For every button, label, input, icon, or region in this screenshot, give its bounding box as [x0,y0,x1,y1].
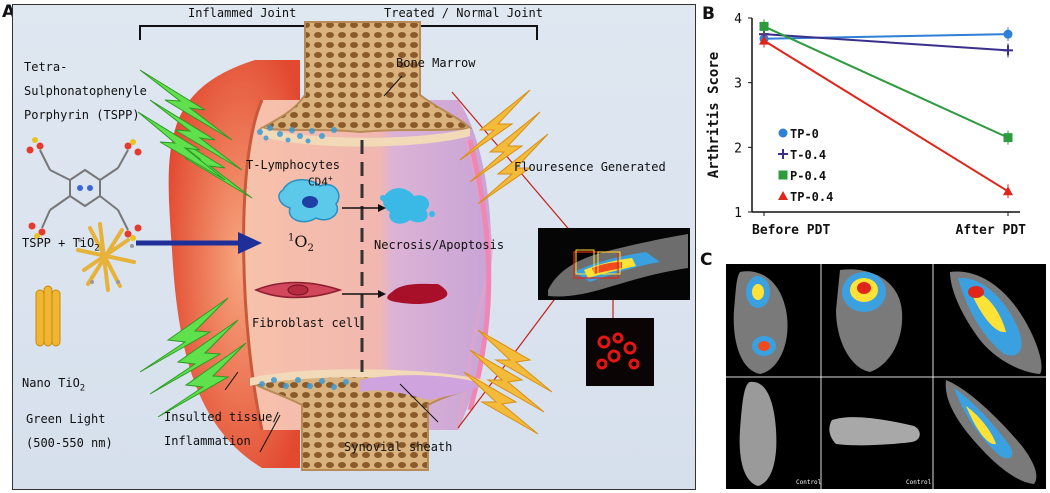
x-tick-label: After PDT [956,223,1027,238]
legend-label-t-0-4: T-0.4 [790,148,826,162]
bone-marrow-label: Bone Marrow [396,56,476,70]
t-lymphocytes-label: T-Lymphocytes [246,158,340,172]
data-point-tp-0-4 [759,35,769,45]
legend-marker-t-0-4 [778,149,788,159]
control-label-2: Control [906,479,932,486]
necrotic-t-lymphocyte [383,188,430,224]
series-line-t-0-4 [763,33,1009,52]
green-light-label: Green Light [26,412,106,426]
x-tick-label: Before PDT [752,223,830,238]
series-line-tp-0-4 [763,39,1009,193]
green-light-range: (500-550 nm) [26,436,113,450]
damaged-fibroblast [387,283,448,304]
paw-fluorescence-inset [538,228,690,318]
paw-image-4 [945,380,1037,484]
panel-b-label: B [702,4,715,24]
header-inflamed-joint: Inflammed Joint [188,6,297,20]
fluorescence-label: Flouresence Generated [514,160,666,174]
y-axis-label: Arthritis Score [706,52,722,178]
upper-bone [258,21,473,134]
paw-image-control-1 [739,381,777,486]
y-tick-label: 1 [734,206,742,221]
legend-marker-p-0-4 [778,170,788,180]
legend-label-p-0-4: P-0.4 [790,169,826,183]
tspp-label-1: Tetra- [24,60,68,74]
panel-c-label: C [700,250,713,270]
joint-illustration [26,21,690,471]
red-microscopy-inset [586,318,654,386]
insulted-tissue-label-1: Insulted tissue/ [164,410,280,424]
tspp-label-2: Sulphonatophenyle [24,84,147,98]
paw-image-2 [836,269,903,372]
cd4-label: CD4+ [308,174,333,189]
data-point-p-0-4 [1003,133,1013,143]
tspp-tio2-label: TSPP + TiO2 [22,236,100,254]
legend-label-tp-0-4: TP-0.4 [790,190,833,204]
necrosis-apoptosis-label: Necrosis/Apoptosis [374,238,505,252]
synovial-sheath-label: Synovial sheath [344,440,453,454]
y-tick-label: 4 [734,12,742,27]
legend-marker-tp-0-4 [778,191,788,200]
paw-image-3 [950,271,1042,374]
paw-image-1 [733,271,788,374]
header-treated-joint: Treated / Normal Joint [384,6,543,20]
panel-c-images: C Control [700,250,1050,493]
data-point-tp-0-4 [1003,186,1013,196]
fibroblast-label: Fibroblast cell [252,316,361,330]
singlet-oxygen-label: 1O2 [288,232,314,255]
panel-a-diagram: A [2,2,696,490]
tspp-label-3: Porphyrin (TSPP) [24,108,140,122]
tspp-tio2-cluster [76,222,136,292]
y-tick-label: 3 [734,77,742,92]
tspp-molecule [39,149,129,231]
insulted-tissue-label-2: Inflammation [164,434,251,448]
paw-image-control-2 [829,417,920,446]
fluorescence-image-grid: Control Control [726,264,1046,489]
nano-tio2-label: Nano TiO2 [22,376,86,394]
data-point-tp-0 [1003,29,1013,39]
control-label-1: Control [796,479,822,486]
nano-tio2-rods [35,285,61,347]
data-point-p-0-4 [759,21,769,31]
data-point-t-0-4 [1003,45,1013,56]
y-tick-label: 2 [734,141,742,156]
series-line-p-0-4 [763,25,1009,139]
panel-a-label: A [2,2,16,22]
series-line-tp-0 [763,33,1009,40]
legend-marker-tp-0 [778,128,788,138]
legend-label-tp-0: TP-0 [790,127,819,141]
